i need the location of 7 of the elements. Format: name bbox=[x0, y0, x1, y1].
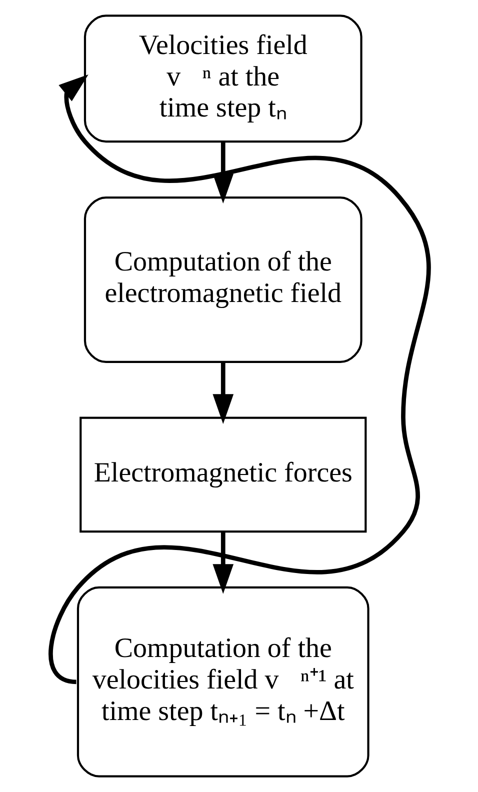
arrow bbox=[212, 142, 234, 204]
arrow bbox=[48, 74, 430, 684]
node-box: Computation of the electromagnetic field bbox=[83, 196, 362, 363]
node-box: Electromagnetic forces bbox=[79, 416, 366, 533]
node-box: Velocities field v⃗ⁿ at the time step tₙ bbox=[83, 14, 362, 143]
arrow bbox=[212, 362, 234, 424]
node-box: Computation of the velocities field v⃗ⁿ⁺¹ at time step tₙ₊₁ = tₙ +Δt bbox=[76, 586, 369, 778]
